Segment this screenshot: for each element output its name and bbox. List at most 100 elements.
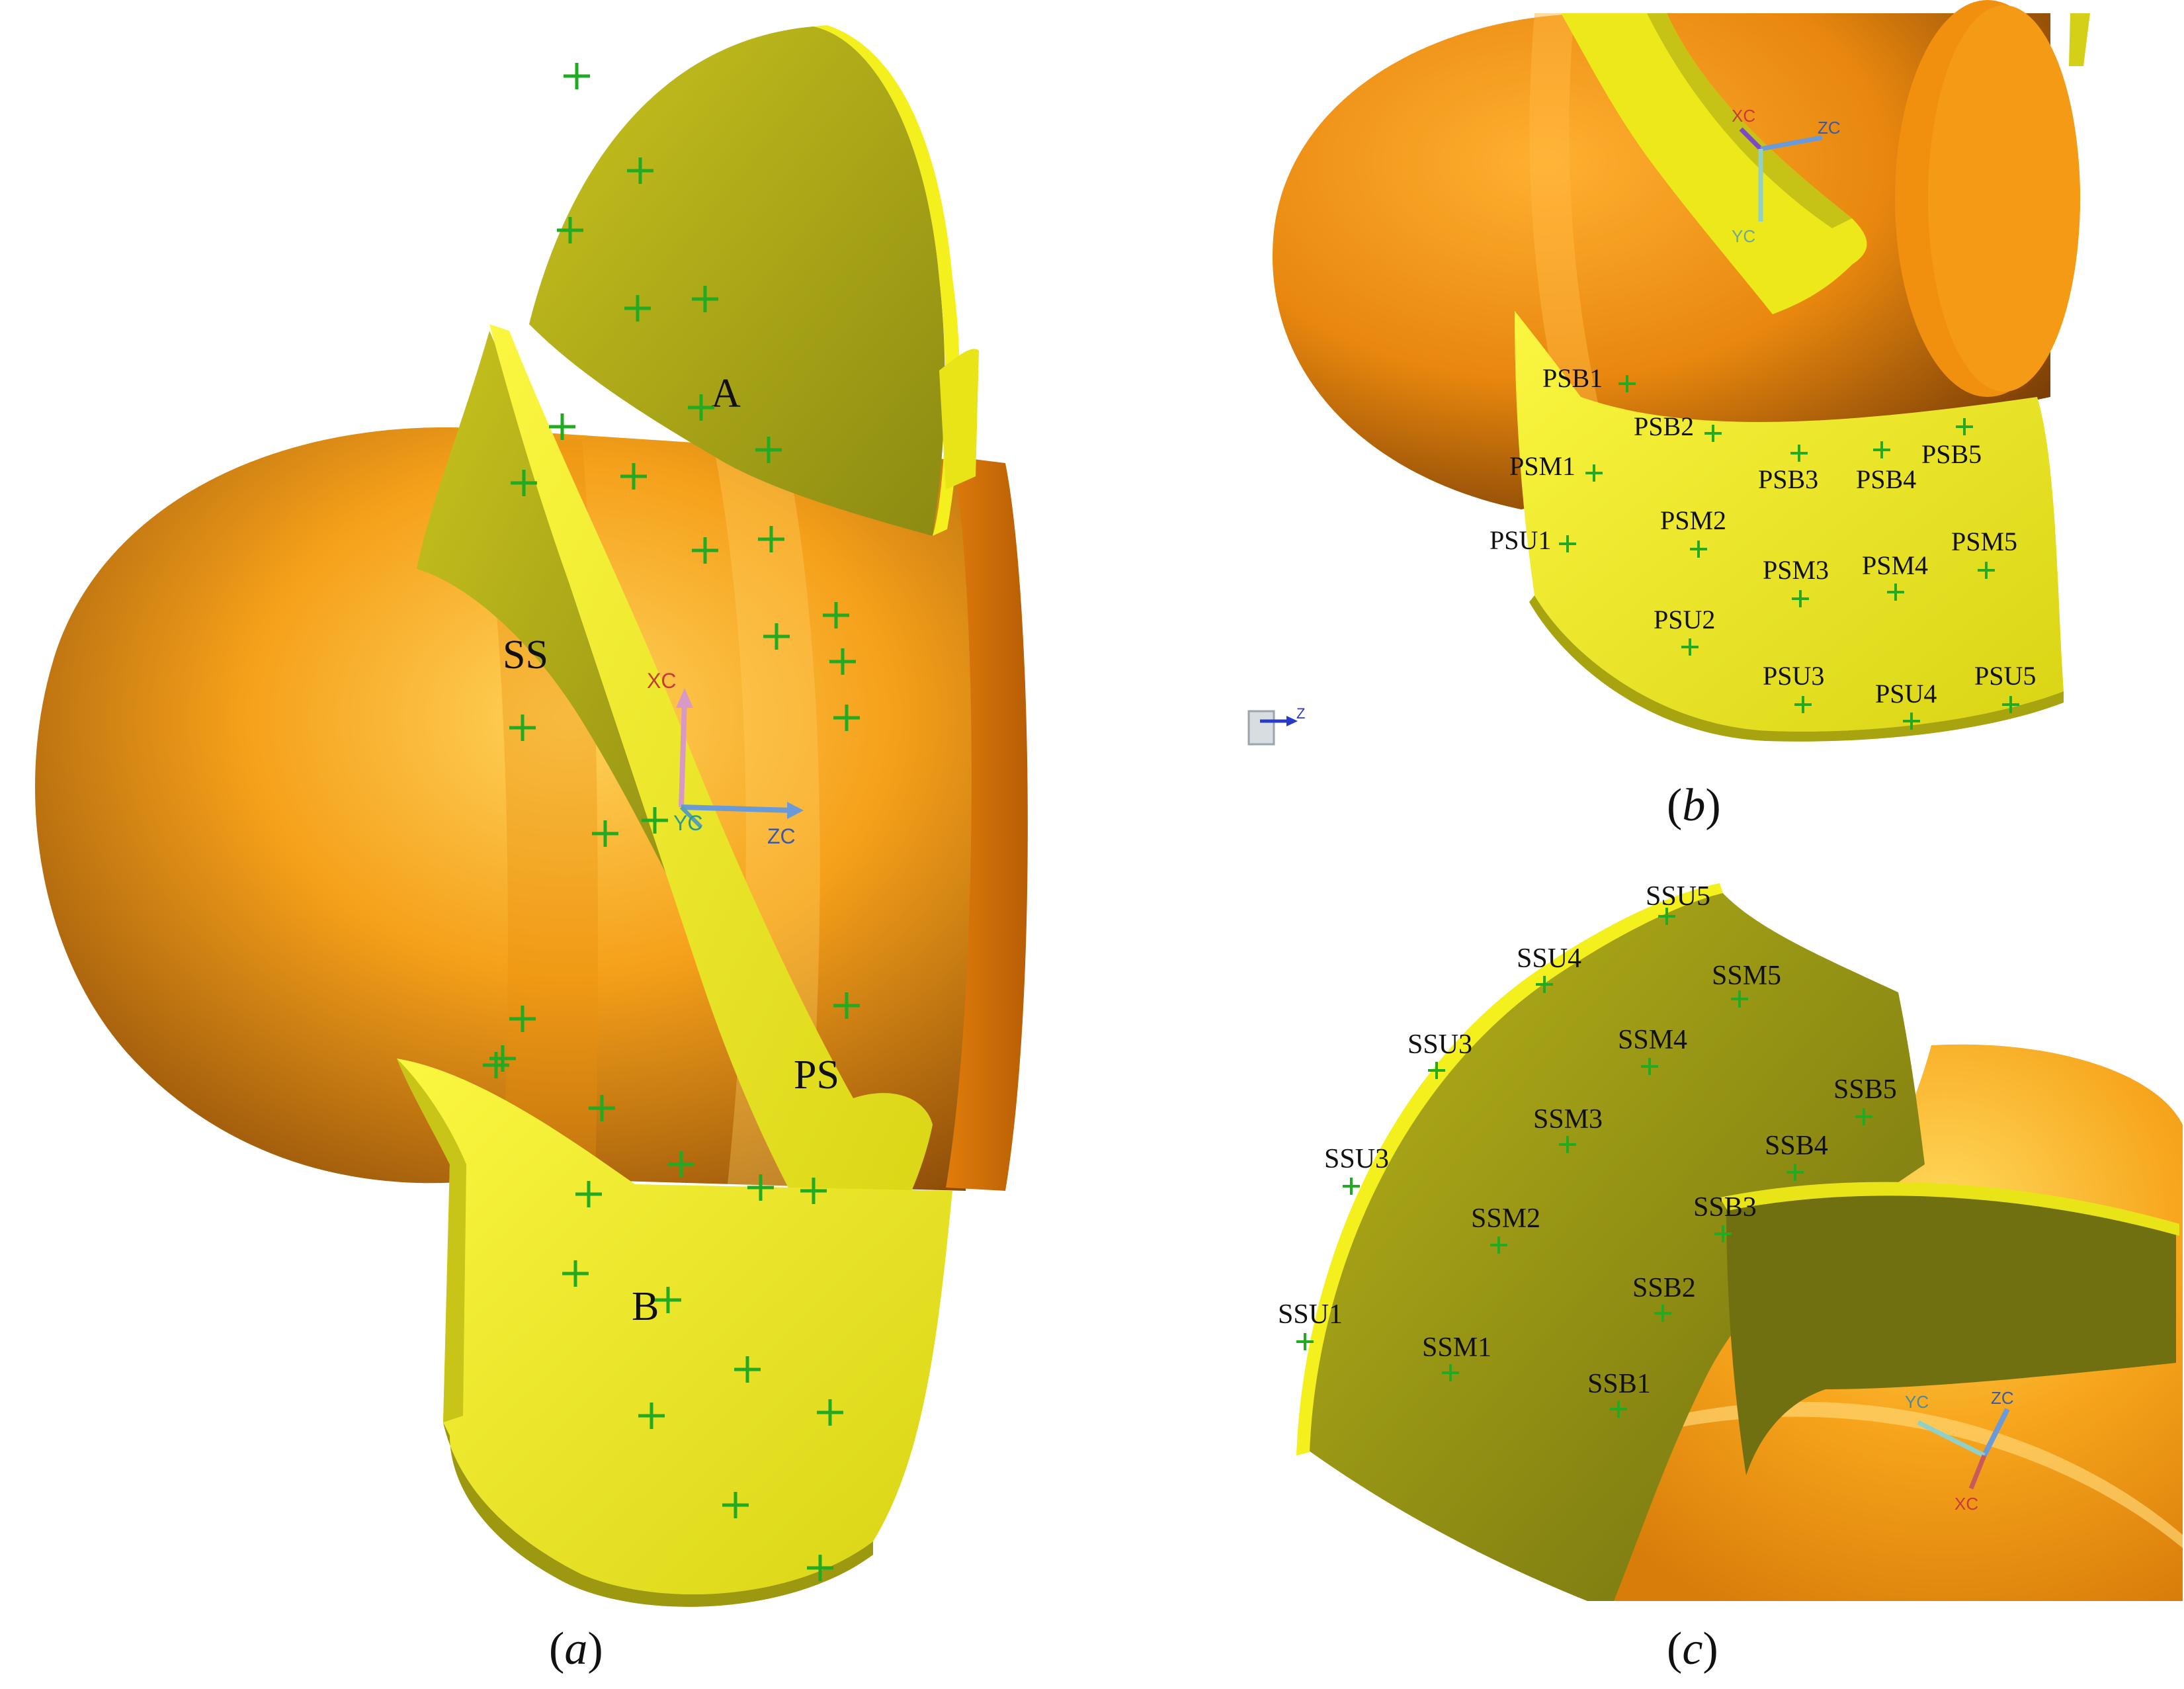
blade-a-edge xyxy=(814,25,960,536)
view-triad-z-label: Z xyxy=(1296,705,1305,722)
measurement-marker xyxy=(655,1287,681,1313)
measurement-marker xyxy=(833,992,860,1019)
blade-middle-olive xyxy=(417,331,728,992)
point-label-psb1: PSB1 xyxy=(1542,363,1603,393)
point-marker-ssb5 xyxy=(1855,1108,1872,1125)
hub-b-bands xyxy=(1529,13,1614,463)
markers-a xyxy=(483,63,860,1581)
axis-x-label: XC xyxy=(647,669,676,693)
axis-triad-a: XC YC ZC xyxy=(647,669,804,848)
point-marker-ssb4 xyxy=(1786,1164,1804,1181)
caption-c: (c) xyxy=(1667,1624,1718,1674)
point-label-psu4: PSU4 xyxy=(1875,679,1937,709)
blade-a xyxy=(529,26,945,536)
point-label-ssb2: SSB2 xyxy=(1632,1273,1696,1303)
point-label-ssb5: SSB5 xyxy=(1833,1074,1897,1105)
blade-c-pressure-side xyxy=(1726,1188,2176,1475)
blade-b-upper xyxy=(1561,13,1867,314)
hub-b xyxy=(1272,13,2050,509)
measurement-marker xyxy=(624,295,651,322)
measurement-marker xyxy=(823,602,849,628)
blade-label-ps: PS xyxy=(794,1053,839,1098)
point-marker-psm5 xyxy=(1978,562,1995,579)
point-marker-psb5 xyxy=(1956,418,1973,435)
point-label-ssu5: SSU5 xyxy=(1646,881,1710,912)
measurement-marker xyxy=(734,1356,761,1383)
axis-y-label: YC xyxy=(1905,1392,1929,1412)
blade-b-upper-dark xyxy=(1647,13,1852,228)
measurement-marker xyxy=(758,526,784,552)
hub-rim xyxy=(946,456,1028,1191)
point-marker-ssu3 xyxy=(1343,1178,1360,1195)
point-marker-psu4 xyxy=(1903,713,1920,730)
point-label-psb2: PSB2 xyxy=(1634,411,1694,441)
blade-label-ss: SS xyxy=(503,632,548,677)
point-marker-ssm5 xyxy=(1731,990,1748,1008)
point-label-ssm1: SSM1 xyxy=(1422,1332,1491,1363)
measurement-marker xyxy=(549,413,575,440)
point-marker-psm2 xyxy=(1690,541,1707,558)
point-label-ssm5: SSM5 xyxy=(1712,961,1781,991)
point-label-ssu3: SSU3 xyxy=(1407,1029,1472,1060)
measurement-marker xyxy=(747,1174,774,1201)
point-label-ssm4: SSM4 xyxy=(1618,1025,1687,1055)
blade-c-pressure-side-edge xyxy=(1720,1182,2179,1236)
measurement-marker xyxy=(638,1403,665,1429)
axis-triad-c: ZC YC XC xyxy=(1905,1388,2014,1514)
point-label-psb5: PSB5 xyxy=(1921,439,1982,469)
measurement-marker xyxy=(564,63,590,89)
measurement-marker xyxy=(722,1492,749,1518)
measurement-marker xyxy=(688,394,714,421)
caption-b: (b) xyxy=(1667,780,1721,831)
point-marker-psb3 xyxy=(1790,445,1808,462)
point-marker-ssb3 xyxy=(1714,1225,1732,1242)
measurement-marker xyxy=(589,1095,615,1121)
blade-c-leading-edge xyxy=(1296,883,1723,1455)
point-marker-psu2 xyxy=(1681,638,1699,656)
measurement-marker xyxy=(627,157,653,184)
measurement-marker xyxy=(509,715,536,741)
measurement-marker xyxy=(483,1052,509,1078)
point-label-psu5: PSU5 xyxy=(1974,661,2036,691)
measurement-marker xyxy=(763,623,790,650)
axis-z-label: ZC xyxy=(1991,1388,2014,1408)
point-marker-ssu3 xyxy=(1428,1062,1445,1079)
blade-b-edge xyxy=(443,1422,873,1607)
point-marker-psb4 xyxy=(1873,441,1890,458)
point-label-psm5: PSM5 xyxy=(1951,527,2017,556)
point-marker-psb1 xyxy=(1618,375,1636,392)
measurement-marker xyxy=(620,463,647,490)
point-marker-ssu1 xyxy=(1296,1333,1314,1350)
measurement-marker xyxy=(511,470,537,496)
measurement-marker xyxy=(592,820,618,847)
measurement-marker xyxy=(692,286,718,312)
point-label-ssb4: SSB4 xyxy=(1765,1131,1828,1161)
blade-b-top-right xyxy=(2069,13,2090,66)
point-label-psm2: PSM2 xyxy=(1660,505,1726,535)
blade-c-suction-side xyxy=(1306,890,1925,1601)
measurement-marker xyxy=(642,807,668,834)
point-marker-ssm1 xyxy=(1442,1364,1459,1381)
measurement-marker xyxy=(575,1181,602,1207)
axis-x-label: XC xyxy=(1954,1494,1978,1514)
point-label-psm1: PSM1 xyxy=(1509,451,1575,481)
blade-a-tip-side xyxy=(939,349,979,490)
point-label-psm3: PSM3 xyxy=(1763,555,1829,585)
axis-triad-b: XC ZC YC xyxy=(1732,106,1841,246)
hub-c-band xyxy=(1670,1401,2183,1548)
measurement-marker xyxy=(833,705,860,731)
point-label-psb3: PSB3 xyxy=(1758,464,1818,494)
caption-a: (a) xyxy=(549,1624,603,1674)
measurement-marker xyxy=(562,1260,589,1287)
measurement-marker xyxy=(807,1555,833,1581)
measurement-marker xyxy=(692,537,718,564)
measurement-marker xyxy=(557,217,583,243)
measurement-marker xyxy=(829,648,856,675)
blade-b-pressure-side xyxy=(1515,311,2064,732)
point-marker-ssm2 xyxy=(1490,1236,1507,1254)
measurement-marker xyxy=(489,1045,516,1072)
